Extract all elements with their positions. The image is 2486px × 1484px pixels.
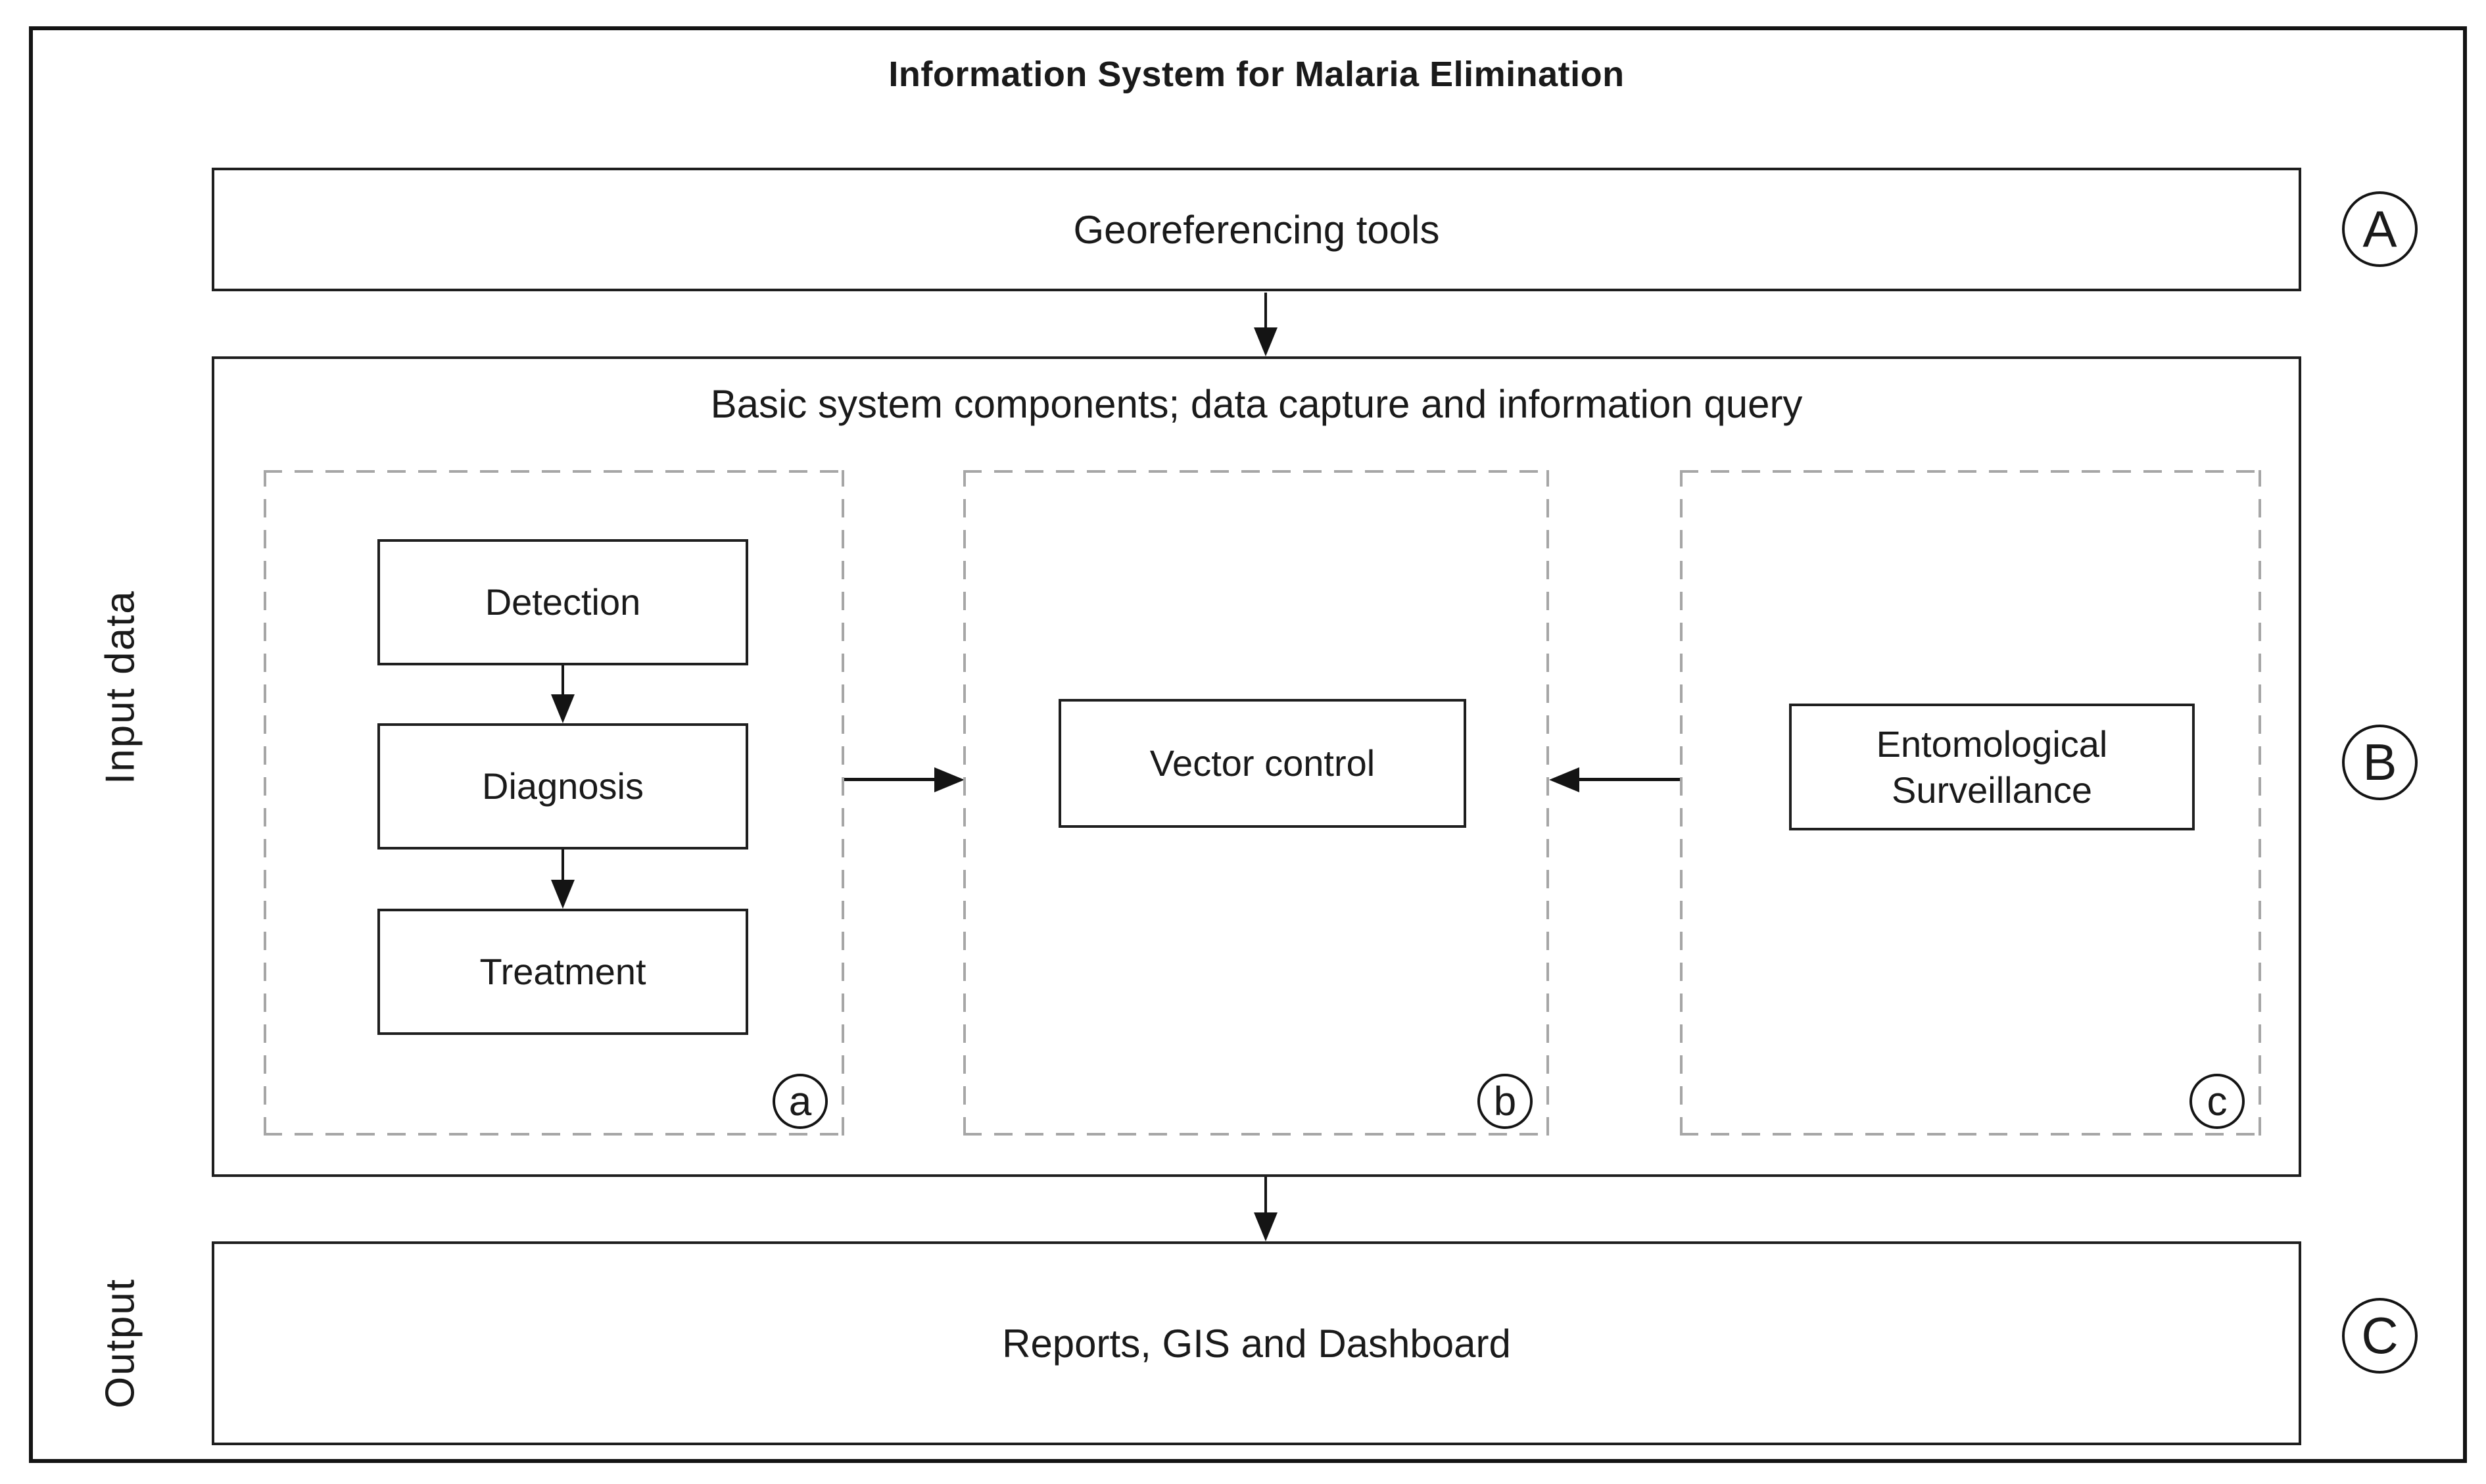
diagnosis-box: Diagnosis [377, 723, 748, 850]
badge-A-circle: A [2342, 191, 2418, 267]
badge-c-circle: c [2189, 1074, 2245, 1129]
reports-band: Reports, GIS and Dashboard [212, 1241, 2301, 1445]
entomological-surveillance-box: Entomological Surveillance [1789, 704, 2195, 830]
treatment-box: Treatment [377, 909, 748, 1035]
detection-box: Detection [377, 539, 748, 665]
vector-control-box: Vector control [1059, 699, 1466, 828]
georeferencing-label: Georeferencing tools [1073, 207, 1440, 252]
reports-label: Reports, GIS and Dashboard [1002, 1321, 1511, 1366]
outer-frame [29, 26, 2467, 1463]
diagram-title: Information System for Malaria Eliminati… [888, 55, 1625, 94]
badge-C-circle: C [2342, 1298, 2418, 1374]
badge-a-circle: a [773, 1074, 828, 1129]
input-data-label: Input data [97, 590, 143, 784]
badge-b-circle: b [1477, 1074, 1533, 1129]
output-label: Output [97, 1278, 143, 1409]
basic-components-title: Basic system components; data capture an… [710, 381, 1803, 426]
badge-B-circle: B [2342, 725, 2418, 800]
georeferencing-band: Georeferencing tools [212, 168, 2301, 291]
